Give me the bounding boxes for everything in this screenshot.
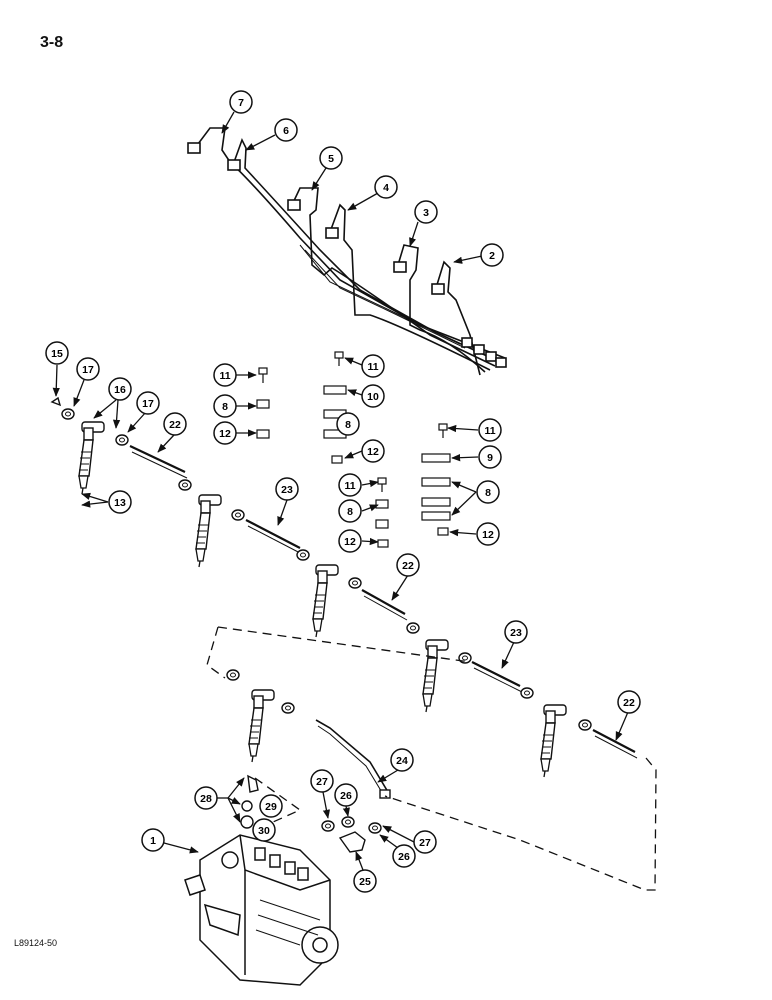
svg-text:22: 22 [402, 560, 414, 572]
callout-circle-22: 22 [163, 412, 187, 436]
callout-circle-3: 3 [414, 200, 438, 224]
svg-text:28: 28 [200, 793, 212, 805]
callout-circle-11: 11 [361, 354, 385, 378]
dashed-guides [206, 626, 657, 891]
figure-code: L89124-50 [14, 938, 58, 948]
svg-text:26: 26 [340, 790, 352, 802]
callout-circle-11: 11 [213, 363, 237, 387]
fuel-injection-lines [187, 127, 507, 376]
callout-circle-12: 12 [338, 529, 362, 553]
svg-text:23: 23 [281, 484, 293, 496]
callout-circle-17: 17 [76, 357, 100, 381]
callout-circle-30: 30 [252, 818, 276, 842]
svg-text:13: 13 [114, 497, 126, 509]
svg-text:17: 17 [142, 398, 154, 410]
svg-text:1: 1 [150, 835, 156, 847]
svg-text:2: 2 [489, 250, 495, 262]
callout-circle-13: 13 [108, 490, 132, 514]
callout-circle-11: 11 [338, 473, 362, 497]
svg-text:17: 17 [82, 364, 94, 376]
callout-circle-12: 12 [213, 421, 237, 445]
svg-text:23: 23 [510, 627, 522, 639]
callout-circle-26: 26 [392, 844, 416, 868]
callout-circle-27: 27 [413, 830, 437, 854]
callout-circle-8: 8 [476, 480, 500, 504]
svg-text:27: 27 [419, 837, 431, 849]
callout-circle-28: 28 [194, 786, 218, 810]
svg-text:8: 8 [222, 401, 228, 413]
callout-circle-16: 16 [108, 377, 132, 401]
svg-text:8: 8 [347, 506, 353, 518]
callout-circle-11: 11 [478, 418, 502, 442]
callout-circle-6: 6 [274, 118, 298, 142]
clamp-hardware [256, 351, 451, 548]
callout-circle-12: 12 [361, 439, 385, 463]
svg-text:11: 11 [484, 425, 495, 437]
callout-circle-24: 24 [390, 748, 414, 772]
svg-text:8: 8 [345, 419, 351, 431]
callout-circle-12: 12 [476, 522, 500, 546]
callout-circle-7: 7 [229, 90, 253, 114]
svg-text:4: 4 [383, 182, 389, 194]
svg-text:25: 25 [359, 876, 371, 888]
svg-text:8: 8 [485, 487, 491, 499]
callout-circle-8: 8 [336, 412, 360, 436]
callout-circle-23: 23 [275, 477, 299, 501]
callout-circle-22: 22 [396, 553, 420, 577]
svg-text:12: 12 [482, 529, 494, 541]
callout-circle-17: 17 [136, 391, 160, 415]
svg-text:5: 5 [328, 153, 334, 165]
svg-text:9: 9 [487, 452, 493, 464]
svg-text:16: 16 [114, 384, 126, 396]
callout-circle-8: 8 [213, 394, 237, 418]
callout-circle-25: 25 [353, 869, 377, 893]
callout-circle-15: 15 [45, 341, 69, 365]
svg-text:6: 6 [283, 125, 289, 137]
svg-text:15: 15 [51, 348, 63, 360]
svg-text:22: 22 [623, 697, 635, 709]
svg-text:11: 11 [344, 480, 355, 492]
callout-circle-10: 10 [361, 384, 385, 408]
callout-circle-2: 2 [480, 243, 504, 267]
callout-circle-29: 29 [259, 794, 283, 818]
svg-text:11: 11 [367, 361, 378, 373]
callout-circle-1: 1 [141, 828, 165, 852]
injector-row [50, 396, 638, 853]
svg-text:24: 24 [396, 755, 408, 767]
callout-circle-9: 9 [478, 445, 502, 469]
svg-text:26: 26 [398, 851, 410, 863]
svg-text:7: 7 [238, 97, 244, 109]
svg-text:30: 30 [258, 825, 270, 837]
callout-circle-23: 23 [504, 620, 528, 644]
svg-text:27: 27 [316, 776, 328, 788]
svg-text:10: 10 [367, 391, 379, 403]
callout-circle-22: 22 [617, 690, 641, 714]
svg-text:22: 22 [169, 419, 181, 431]
callouts [52, 111, 629, 871]
callout-circle-8: 8 [338, 499, 362, 523]
injection-pump [184, 834, 339, 986]
svg-text:11: 11 [219, 370, 230, 382]
callout-circle-26: 26 [334, 783, 358, 807]
callout-circle-4: 4 [374, 175, 398, 199]
callout-circle-27: 27 [310, 769, 334, 793]
callout-circle-5: 5 [319, 146, 343, 170]
svg-text:12: 12 [344, 536, 356, 548]
svg-text:12: 12 [367, 446, 379, 458]
svg-text:3: 3 [423, 207, 429, 219]
page-number: 3-8 [40, 34, 64, 51]
svg-text:12: 12 [219, 428, 231, 440]
svg-text:29: 29 [265, 801, 277, 813]
